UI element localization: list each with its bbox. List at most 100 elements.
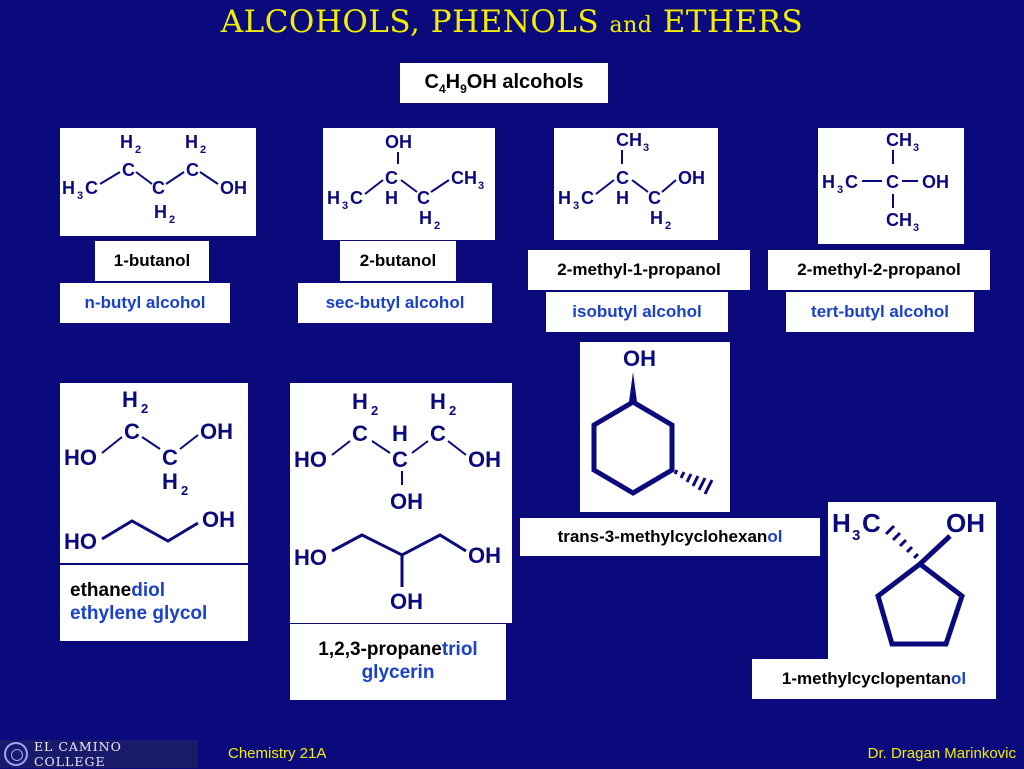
svg-text:C: C xyxy=(845,172,858,192)
svg-text:3: 3 xyxy=(837,184,843,196)
svg-text:2: 2 xyxy=(449,403,456,418)
svg-text:CH: CH xyxy=(616,130,642,150)
common-n-butyl-alcohol: n-butyl alcohol xyxy=(60,283,230,323)
course-name: Chemistry 21A xyxy=(228,745,327,762)
footer: Chemistry 21A Dr. Dragan Marinkovic xyxy=(0,740,1024,768)
common-isobutyl-alcohol: isobutyl alcohol xyxy=(546,292,728,332)
common-tert-butyl-alcohol: tert-butyl alcohol xyxy=(786,292,974,332)
svg-text:C: C xyxy=(886,172,899,192)
svg-text:HO: HO xyxy=(294,447,327,472)
svg-text:2: 2 xyxy=(135,144,141,156)
svg-text:3: 3 xyxy=(478,180,484,192)
svg-text:C: C xyxy=(862,508,881,538)
structure-methylcyclohexanol: OH xyxy=(580,342,730,512)
name-methylcyclopentanol: 1-methylcyclopentanol xyxy=(752,659,996,699)
college-name: EL CAMINO COLLEGE xyxy=(33,739,122,769)
svg-text:CH: CH xyxy=(886,130,912,150)
svg-text:OH: OH xyxy=(390,589,423,614)
name-ethanediol: ethanediol ethylene glycol xyxy=(60,565,248,641)
svg-text:2: 2 xyxy=(169,214,175,226)
svg-text:OH: OH xyxy=(200,419,233,444)
svg-text:2: 2 xyxy=(434,220,440,232)
svg-text:HO: HO xyxy=(64,445,97,470)
name-2-methyl-1-propanol: 2-methyl-1-propanol xyxy=(528,250,750,290)
svg-text:C: C xyxy=(616,168,629,188)
name-1-butanol: 1-butanol xyxy=(95,241,209,281)
svg-text:CH: CH xyxy=(886,210,912,230)
svg-text:C: C xyxy=(385,168,398,188)
svg-text:C: C xyxy=(152,178,165,198)
svg-text:C: C xyxy=(392,447,408,472)
svg-text:H: H xyxy=(419,208,432,228)
svg-text:3: 3 xyxy=(913,142,919,154)
svg-text:H: H xyxy=(832,508,851,538)
svg-text:HO: HO xyxy=(64,529,97,554)
svg-text:OH: OH xyxy=(220,178,247,198)
svg-text:C: C xyxy=(417,188,430,208)
svg-text:H: H xyxy=(327,188,340,208)
svg-text:C: C xyxy=(85,178,98,198)
svg-text:H: H xyxy=(392,421,408,446)
svg-text:OH: OH xyxy=(922,172,949,192)
svg-text:C: C xyxy=(648,188,661,208)
svg-text:H: H xyxy=(650,208,663,228)
svg-text:3: 3 xyxy=(573,200,579,212)
svg-text:H: H xyxy=(430,389,446,414)
name-methylcyclohexanol: trans-3-methylcyclohexanol xyxy=(520,518,820,556)
svg-text:H: H xyxy=(616,188,629,208)
svg-text:C: C xyxy=(162,445,178,470)
svg-text:2: 2 xyxy=(200,144,206,156)
svg-text:H: H xyxy=(62,178,75,198)
svg-text:C: C xyxy=(122,160,135,180)
name-propanetriol: 1,2,3-propanetriol glycerin xyxy=(290,624,506,700)
college-logo: EL CAMINO COLLEGE xyxy=(0,739,198,769)
svg-text:OH: OH xyxy=(202,507,235,532)
svg-text:OH: OH xyxy=(390,489,423,514)
svg-text:OH: OH xyxy=(678,168,705,188)
svg-text:C: C xyxy=(352,421,368,446)
svg-text:OH: OH xyxy=(623,346,656,371)
author-name: Dr. Dragan Marinkovic xyxy=(867,745,1016,762)
svg-text:H: H xyxy=(185,132,198,152)
svg-text:C: C xyxy=(430,421,446,446)
name-2-butanol: 2-butanol xyxy=(340,241,456,281)
svg-text:2: 2 xyxy=(181,483,188,498)
svg-text:H: H xyxy=(122,387,138,412)
svg-text:OH: OH xyxy=(946,508,985,538)
svg-text:3: 3 xyxy=(77,190,83,202)
name-2-methyl-2-propanol: 2-methyl-2-propanol xyxy=(768,250,990,290)
svg-text:C: C xyxy=(186,160,199,180)
svg-text:C: C xyxy=(350,188,363,208)
svg-text:2: 2 xyxy=(665,220,671,232)
svg-text:OH: OH xyxy=(385,132,412,152)
svg-text:H: H xyxy=(558,188,571,208)
svg-text:OH: OH xyxy=(468,447,501,472)
svg-text:2: 2 xyxy=(371,403,378,418)
svg-text:3: 3 xyxy=(913,222,919,234)
svg-text:3: 3 xyxy=(643,142,649,154)
svg-text:OH: OH xyxy=(468,543,501,568)
svg-text:3: 3 xyxy=(342,200,348,212)
svg-text:H: H xyxy=(120,132,133,152)
college-seal-icon xyxy=(4,742,28,766)
svg-text:2: 2 xyxy=(141,401,148,416)
svg-text:H: H xyxy=(352,389,368,414)
svg-text:C: C xyxy=(581,188,594,208)
svg-text:H: H xyxy=(154,202,167,222)
svg-text:H: H xyxy=(162,469,178,494)
slide-title: ALCOHOLS, PHENOLS and ETHERS xyxy=(220,4,804,40)
svg-text:H: H xyxy=(822,172,835,192)
common-sec-butyl-alcohol: sec-butyl alcohol xyxy=(298,283,492,323)
svg-text:H: H xyxy=(385,188,398,208)
svg-text:CH: CH xyxy=(451,168,477,188)
svg-text:HO: HO xyxy=(294,545,327,570)
formula-heading: C4H9OH alcohols xyxy=(400,63,608,103)
svg-text:C: C xyxy=(124,419,140,444)
